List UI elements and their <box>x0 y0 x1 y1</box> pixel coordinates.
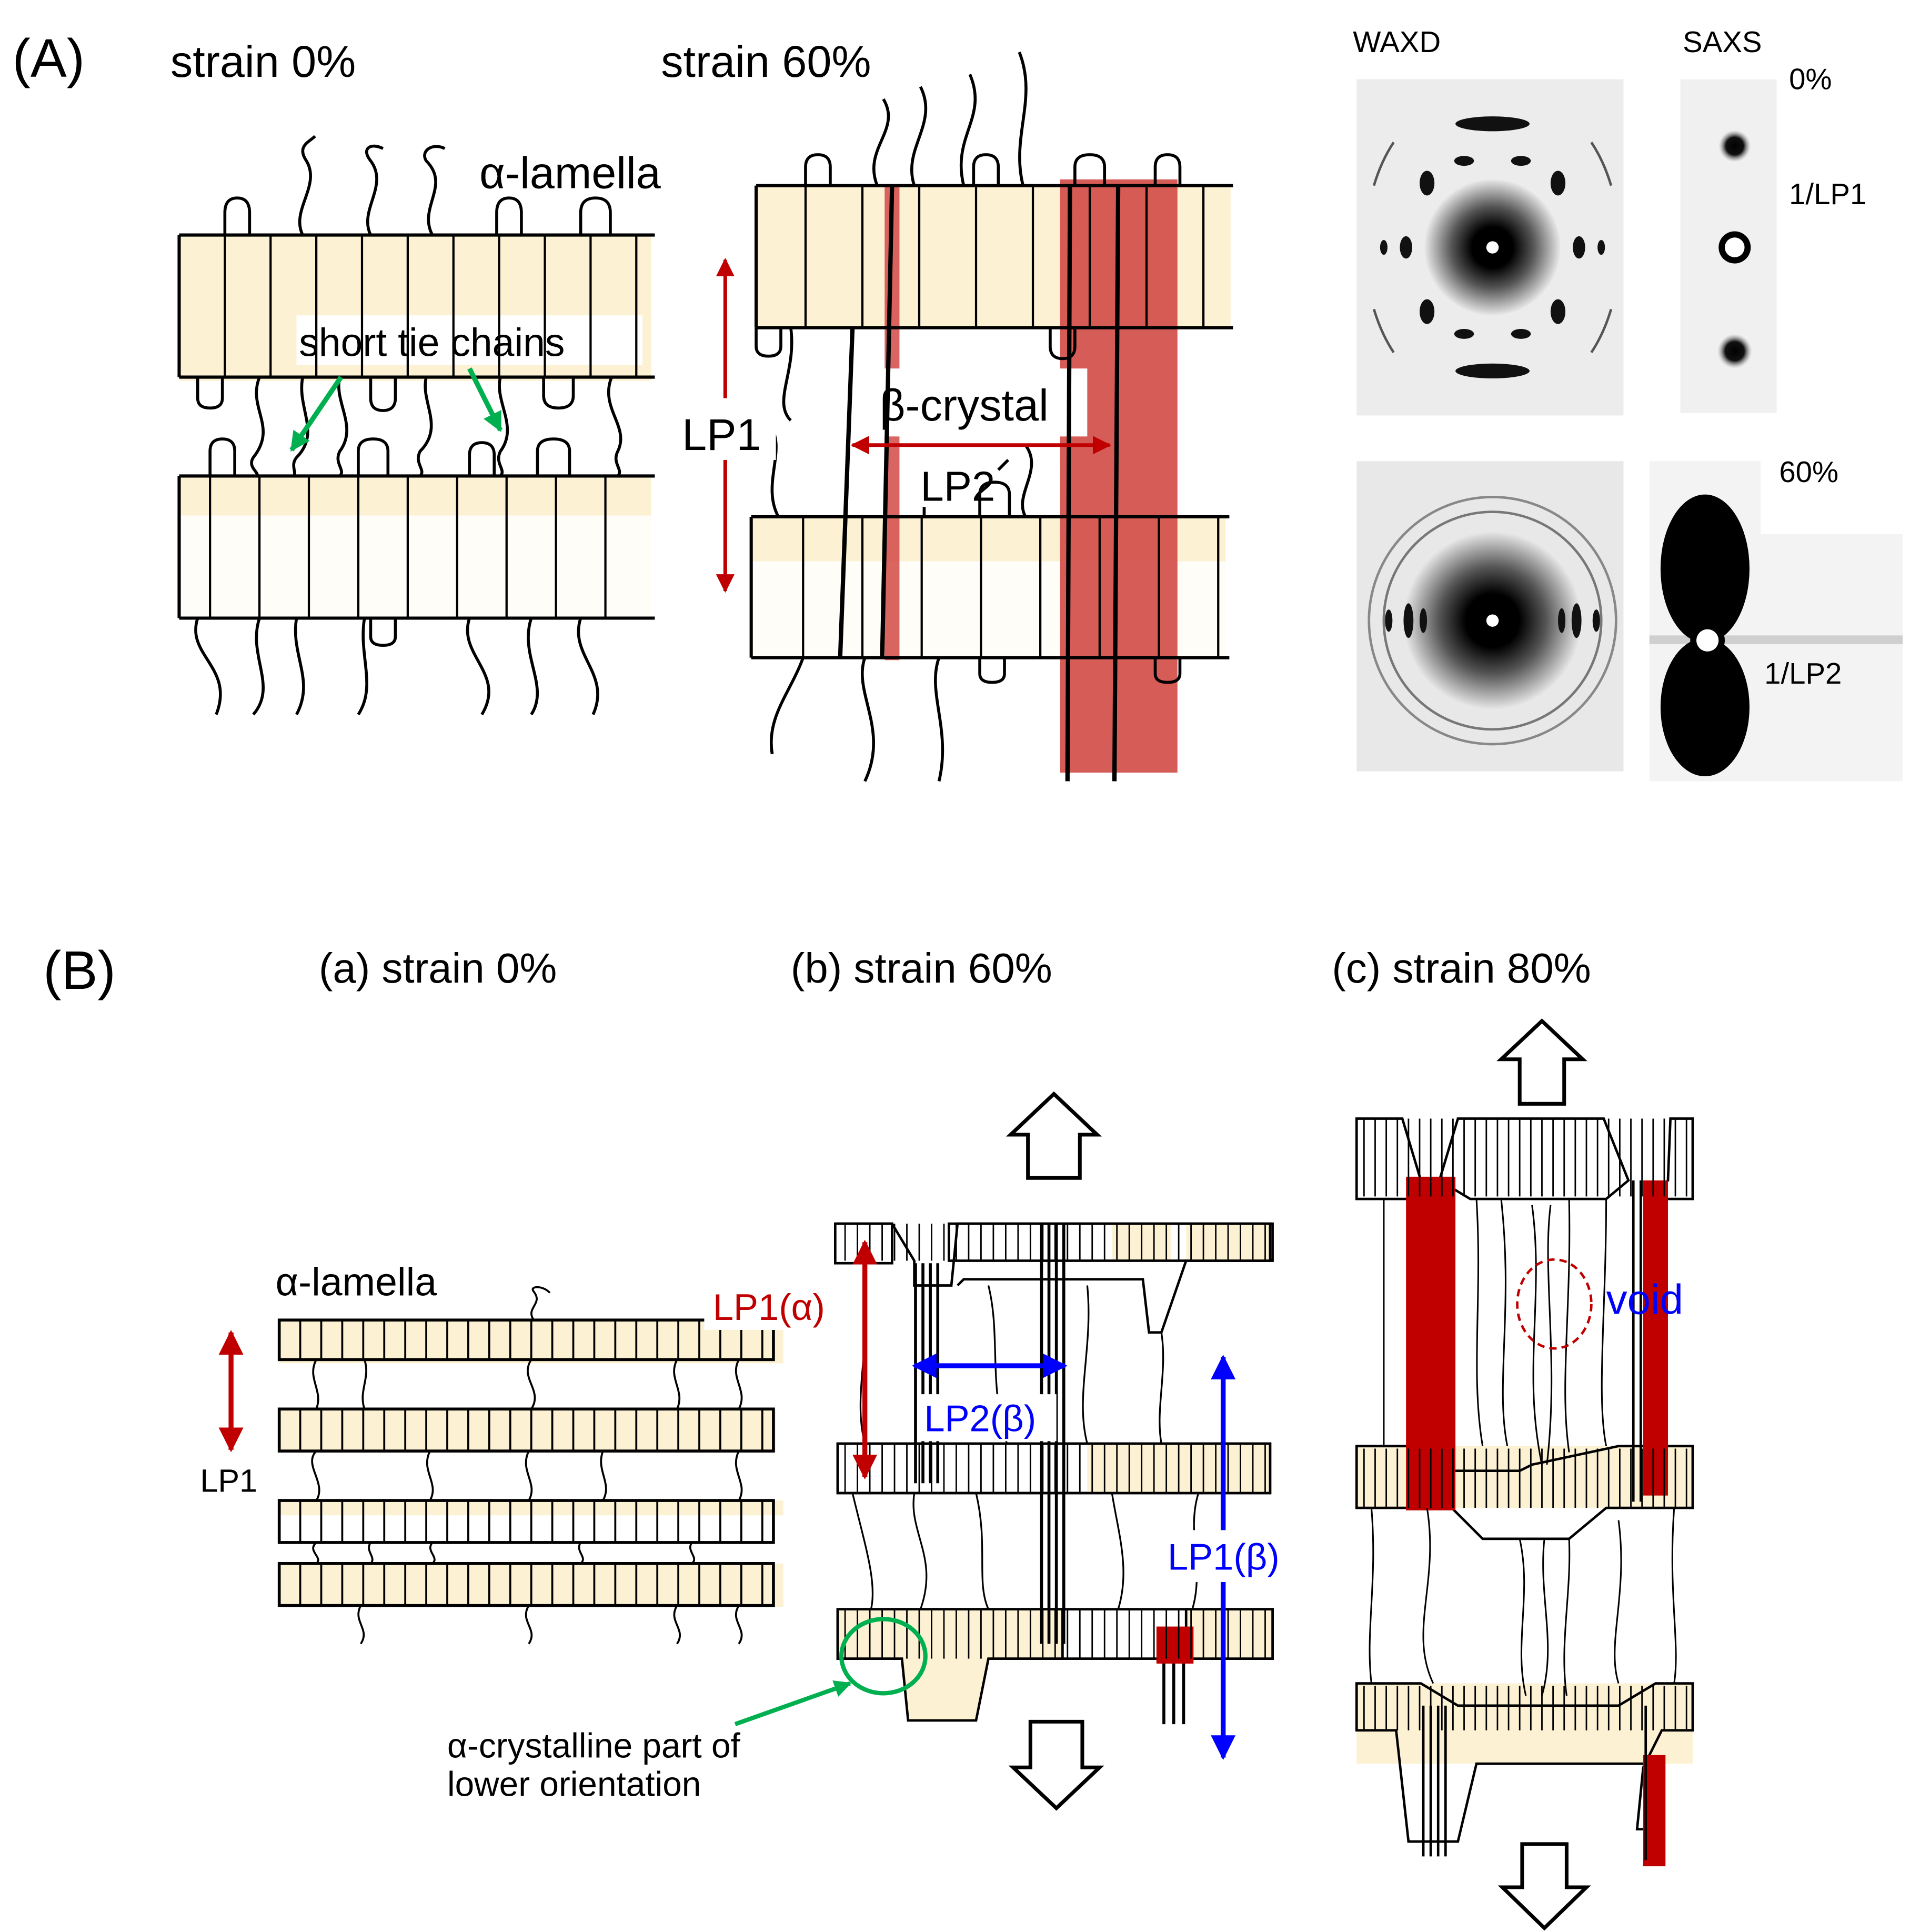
title-strain-0: (a) strain 0% <box>319 945 557 992</box>
orientation-note-line1: α-crystalline part of <box>447 1726 740 1765</box>
lamellae-strain80 <box>1355 1018 1694 1931</box>
arrow-down-80 <box>1497 1842 1591 1931</box>
lp2-label-a: LP2 <box>920 463 995 509</box>
saxs-pattern-0 <box>1680 79 1794 413</box>
strain-60-label: strain 60% <box>661 36 871 86</box>
inv-lp2-label: 1/LP2 <box>1764 657 1842 690</box>
lamella-schematic-strain60 <box>716 52 1233 782</box>
title-strain-60: (b) strain 60% <box>791 945 1052 992</box>
lamellae-strain60 <box>734 1091 1274 1811</box>
lp2-beta-label: LP2(β) <box>924 1398 1036 1439</box>
strain-0-label: strain 0% <box>170 36 356 86</box>
orientation-arrow <box>734 1680 852 1726</box>
waxd-label: WAXD <box>1353 25 1441 58</box>
saxs-0-label: 0% <box>1789 62 1832 95</box>
waxd-pattern-60 <box>1356 461 1624 772</box>
inv-lp1-label: 1/LP1 <box>1789 177 1866 211</box>
lp1-label-b: LP1 <box>200 1463 257 1499</box>
short-tie-chains-label: short tie chains <box>299 321 565 365</box>
panel-b-tag: (B) <box>43 939 116 1000</box>
title-strain-80: (c) strain 80% <box>1332 945 1591 992</box>
orientation-note-line2: lower orientation <box>447 1764 701 1803</box>
panel-a-tag: (A) <box>12 27 85 88</box>
lamella-schematic-strain0 <box>177 135 655 716</box>
panel-a: (A) strain 0% strain 60% <box>12 25 1909 782</box>
beta-block-b <box>1156 1626 1194 1664</box>
lp1-alpha-label: LP1(α) <box>713 1286 825 1328</box>
alpha-lamella-label-b: α-lamella <box>276 1259 437 1304</box>
lp1-beta-label: LP1(β) <box>1168 1536 1280 1578</box>
lamellae-strain0 <box>218 1286 783 1645</box>
arrow-up-60 <box>1006 1091 1102 1180</box>
beta-crystal-label: β-crystal <box>880 380 1049 430</box>
orientation-circle <box>839 1617 928 1696</box>
saxs-label: SAXS <box>1683 25 1762 58</box>
void-label: void <box>1606 1276 1683 1323</box>
arrow-down-60 <box>1008 1719 1104 1811</box>
panel-b: (B) (a) strain 0% (b) strain 60% (c) str… <box>43 939 1694 1931</box>
lp1-label-a: LP1 <box>682 409 761 459</box>
arrow-up-80 <box>1496 1018 1587 1106</box>
beta-bar-narrow <box>1643 1180 1668 1496</box>
tie-chain-arrows <box>289 367 503 452</box>
saxs-pattern-60 <box>1649 445 1909 782</box>
alpha-lamella-label-a: α-lamella <box>479 147 661 197</box>
waxd-pattern-0 <box>1356 79 1624 416</box>
void-ellipse <box>1516 1258 1593 1350</box>
saxs-60-label: 60% <box>1779 455 1838 488</box>
